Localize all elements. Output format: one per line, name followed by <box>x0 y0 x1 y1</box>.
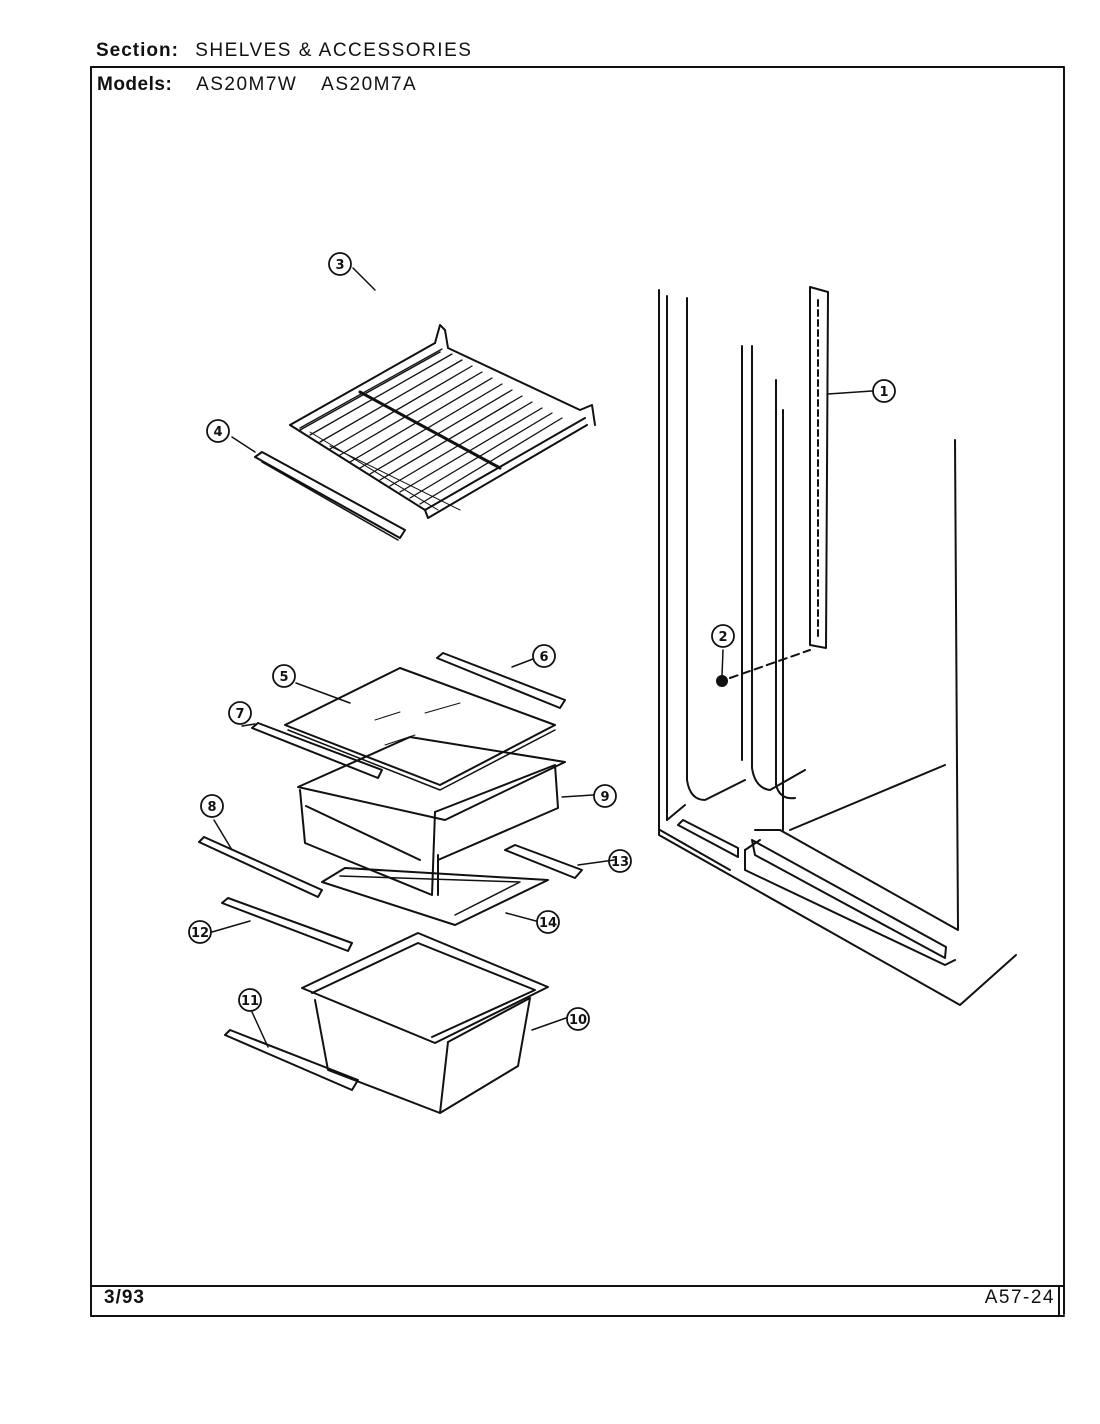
side-trim-8 <box>198 836 323 898</box>
callout-6: 6 <box>532 644 556 668</box>
callout-2: 2 <box>711 624 735 648</box>
footer-date: 3/93 <box>104 1287 145 1308</box>
shelf-rail <box>809 286 829 649</box>
callout-10: 10 <box>566 1007 590 1031</box>
wire-shelf <box>289 324 596 519</box>
footer-page-code: A57-24 <box>984 1287 1055 1308</box>
callout-13: 13 <box>608 849 632 873</box>
crisper-drawer <box>301 932 549 1114</box>
callout-1: 1 <box>872 379 896 403</box>
models-line: Models: AS20M7W AS20M7A <box>97 74 417 96</box>
shelf-trim <box>254 451 406 539</box>
section-label: Section: <box>96 40 179 61</box>
front-trim-6 <box>436 652 566 709</box>
callout-12: 12 <box>188 920 212 944</box>
frame-border <box>90 66 1065 1315</box>
model-1: AS20M7W <box>196 74 298 95</box>
svg-text:13: 13 <box>611 855 629 870</box>
svg-text:9: 9 <box>600 790 609 805</box>
callout-3: 3 <box>328 252 352 276</box>
rail-trim-13 <box>504 844 583 879</box>
section-title: Section: SHELVES & ACCESSORIES <box>96 40 472 62</box>
models-label: Models: <box>97 74 173 95</box>
callout-14: 14 <box>536 910 560 934</box>
svg-text:7: 7 <box>235 707 244 722</box>
svg-text:4: 4 <box>213 425 222 440</box>
svg-text:10: 10 <box>569 1013 587 1028</box>
section-value: SHELVES & ACCESSORIES <box>195 40 473 61</box>
callout-9: 9 <box>593 784 617 808</box>
callout-11: 11 <box>238 988 262 1012</box>
model-2: AS20M7A <box>321 74 418 95</box>
leader-lines <box>211 267 873 1048</box>
side-trim-12 <box>221 897 353 952</box>
cabinet-liner <box>658 289 1017 1006</box>
side-trim-7 <box>251 722 383 779</box>
svg-text:5: 5 <box>279 670 288 685</box>
glass-shelf <box>284 667 556 786</box>
svg-text:14: 14 <box>539 916 557 931</box>
callout-5: 5 <box>272 664 296 688</box>
svg-text:12: 12 <box>191 926 209 941</box>
callouts: 1 2 3 4 5 6 7 8 9 10 11 12 13 14 <box>188 252 896 1031</box>
callout-4: 4 <box>206 419 230 443</box>
svg-text:6: 6 <box>539 650 548 665</box>
side-trim-11 <box>224 1029 359 1091</box>
svg-text:8: 8 <box>207 800 216 815</box>
svg-text:11: 11 <box>241 994 259 1009</box>
rail-screw <box>716 649 811 687</box>
callout-7: 7 <box>228 701 252 725</box>
crisper-tray <box>321 867 549 926</box>
svg-text:1: 1 <box>879 385 888 400</box>
svg-text:3: 3 <box>335 258 344 273</box>
wire-shelf-wires <box>299 348 563 505</box>
svg-text:2: 2 <box>718 630 727 645</box>
callout-8: 8 <box>200 794 224 818</box>
